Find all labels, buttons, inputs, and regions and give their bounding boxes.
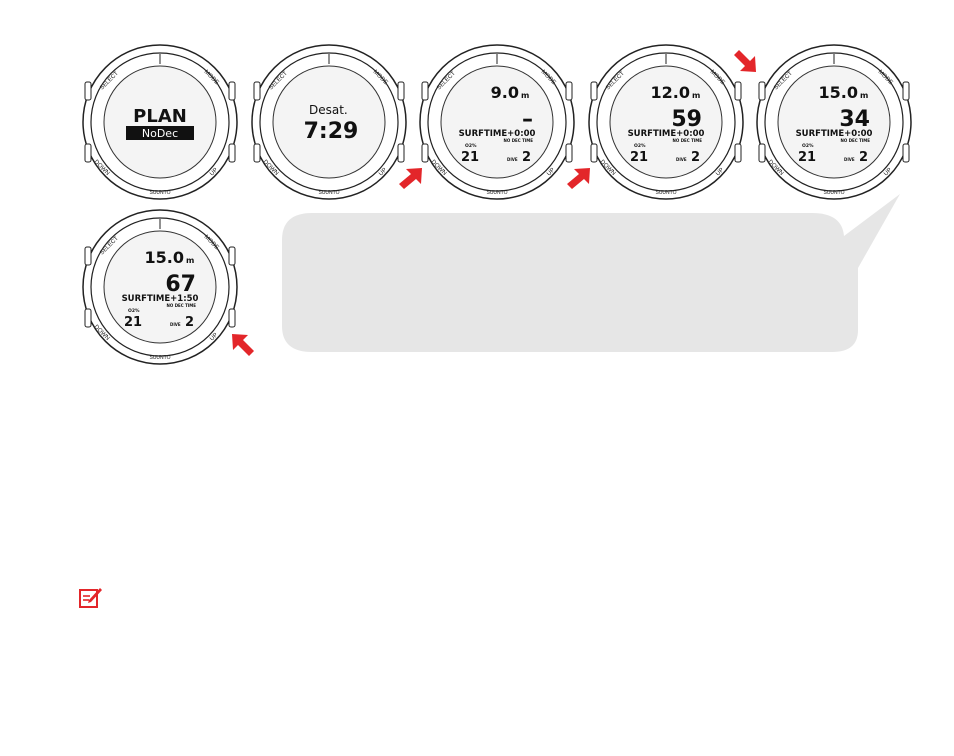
lcd-ndl: 67 — [165, 272, 196, 297]
watch-body — [251, 44, 407, 200]
lcd-line2: NoDec — [142, 127, 178, 140]
watch-desat: SELECT MODE DOWN UP SUUNTO Desat. 7:29 — [249, 42, 409, 202]
lcd-ndl-label: NO DEC TIME — [504, 138, 534, 143]
bezel-up: UP — [546, 167, 556, 177]
lcd-dive-label: DIVE — [676, 157, 687, 162]
brand-logo: SUUNTO — [486, 190, 507, 196]
lcd-depth-unit: m — [186, 256, 194, 265]
lcd-ndl: – — [522, 107, 533, 132]
lcd-surftime: SURFTIME+0:00 — [628, 129, 705, 139]
lcd-desat-value: 7:29 — [304, 119, 359, 144]
brand-logo: SUUNTO — [655, 190, 676, 196]
note-pencil-icon — [79, 588, 102, 608]
lcd-depth-unit: m — [692, 91, 700, 100]
lcd-ndl: 59 — [671, 107, 702, 132]
bezel-up: UP — [209, 167, 219, 177]
lcd-o2-label: O2% — [802, 143, 814, 149]
bezel-up: UP — [883, 167, 893, 177]
bezel-up: UP — [715, 167, 725, 177]
brand-logo: SUUNTO — [149, 190, 170, 196]
bezel-up: UP — [378, 167, 388, 177]
callout-bubble — [282, 194, 900, 352]
lcd-dive: 2 — [859, 150, 868, 165]
press-arrow-icon — [232, 334, 254, 356]
lcd-dive-label: DIVE — [844, 157, 855, 162]
lcd-surftime: SURFTIME+1:50 — [122, 294, 199, 304]
watch-body — [82, 209, 238, 365]
watch-depth-15: SELECT MODE DOWN UP SUUNTO 15.0 m 34 SUR… — [754, 42, 914, 202]
brand-logo: SUUNTO — [318, 190, 339, 196]
lcd-dive: 2 — [185, 315, 194, 330]
lcd-depth-unit: m — [860, 91, 868, 100]
watch-depth-12: SELECT MODE DOWN UP SUUNTO 12.0 m 59 SUR… — [586, 42, 746, 202]
lcd-depth: 15.0 — [819, 83, 858, 102]
lcd-depth-unit: m — [521, 91, 529, 100]
watch-depth-9: SELECT MODE DOWN UP SUUNTO 9.0 m – SURFT… — [417, 42, 577, 202]
lcd-depth: 15.0 — [145, 248, 184, 267]
lcd-surftime: SURFTIME+0:00 — [459, 129, 536, 139]
watch-body — [419, 44, 575, 200]
lcd-ndl-label: NO DEC TIME — [841, 138, 871, 143]
lcd-dive: 2 — [691, 150, 700, 165]
watch-body — [82, 44, 238, 200]
lcd-o2: 21 — [630, 150, 648, 165]
lcd-line1: PLAN — [133, 106, 187, 127]
lcd-o2: 21 — [124, 315, 142, 330]
lcd-o2-label: O2% — [128, 308, 140, 314]
lcd-dive-label: DIVE — [507, 157, 518, 162]
press-arrow-icon — [734, 50, 756, 72]
lcd-ndl-label: NO DEC TIME — [673, 138, 703, 143]
watch-plan: SELECT MODE DOWN UP SUUNTO PLAN NoDec — [80, 42, 240, 202]
watch-body — [756, 44, 912, 200]
watch-body — [588, 44, 744, 200]
lcd-dive-label: DIVE — [170, 322, 181, 327]
lcd-o2: 21 — [461, 150, 479, 165]
lcd-depth: 9.0 — [491, 83, 519, 102]
watch-depth-15-surftime: SELECT MODE DOWN UP SUUNTO 15.0 m 67 SUR… — [80, 207, 240, 367]
bezel-up: UP — [209, 332, 219, 342]
brand-logo: SUUNTO — [149, 355, 170, 361]
press-arrow-icon — [567, 168, 590, 189]
lcd-o2-label: O2% — [465, 143, 477, 149]
lcd-ndl: 34 — [839, 107, 870, 132]
brand-logo: SUUNTO — [823, 190, 844, 196]
lcd-surftime: SURFTIME+0:00 — [796, 129, 873, 139]
lcd-depth: 12.0 — [651, 83, 690, 102]
lcd-o2: 21 — [798, 150, 816, 165]
press-arrow-icon — [399, 168, 422, 189]
lcd-dive: 2 — [522, 150, 531, 165]
lcd-o2-label: O2% — [634, 143, 646, 149]
lcd-desat-label: Desat. — [309, 103, 348, 117]
lcd-ndl-label: NO DEC TIME — [167, 303, 197, 308]
